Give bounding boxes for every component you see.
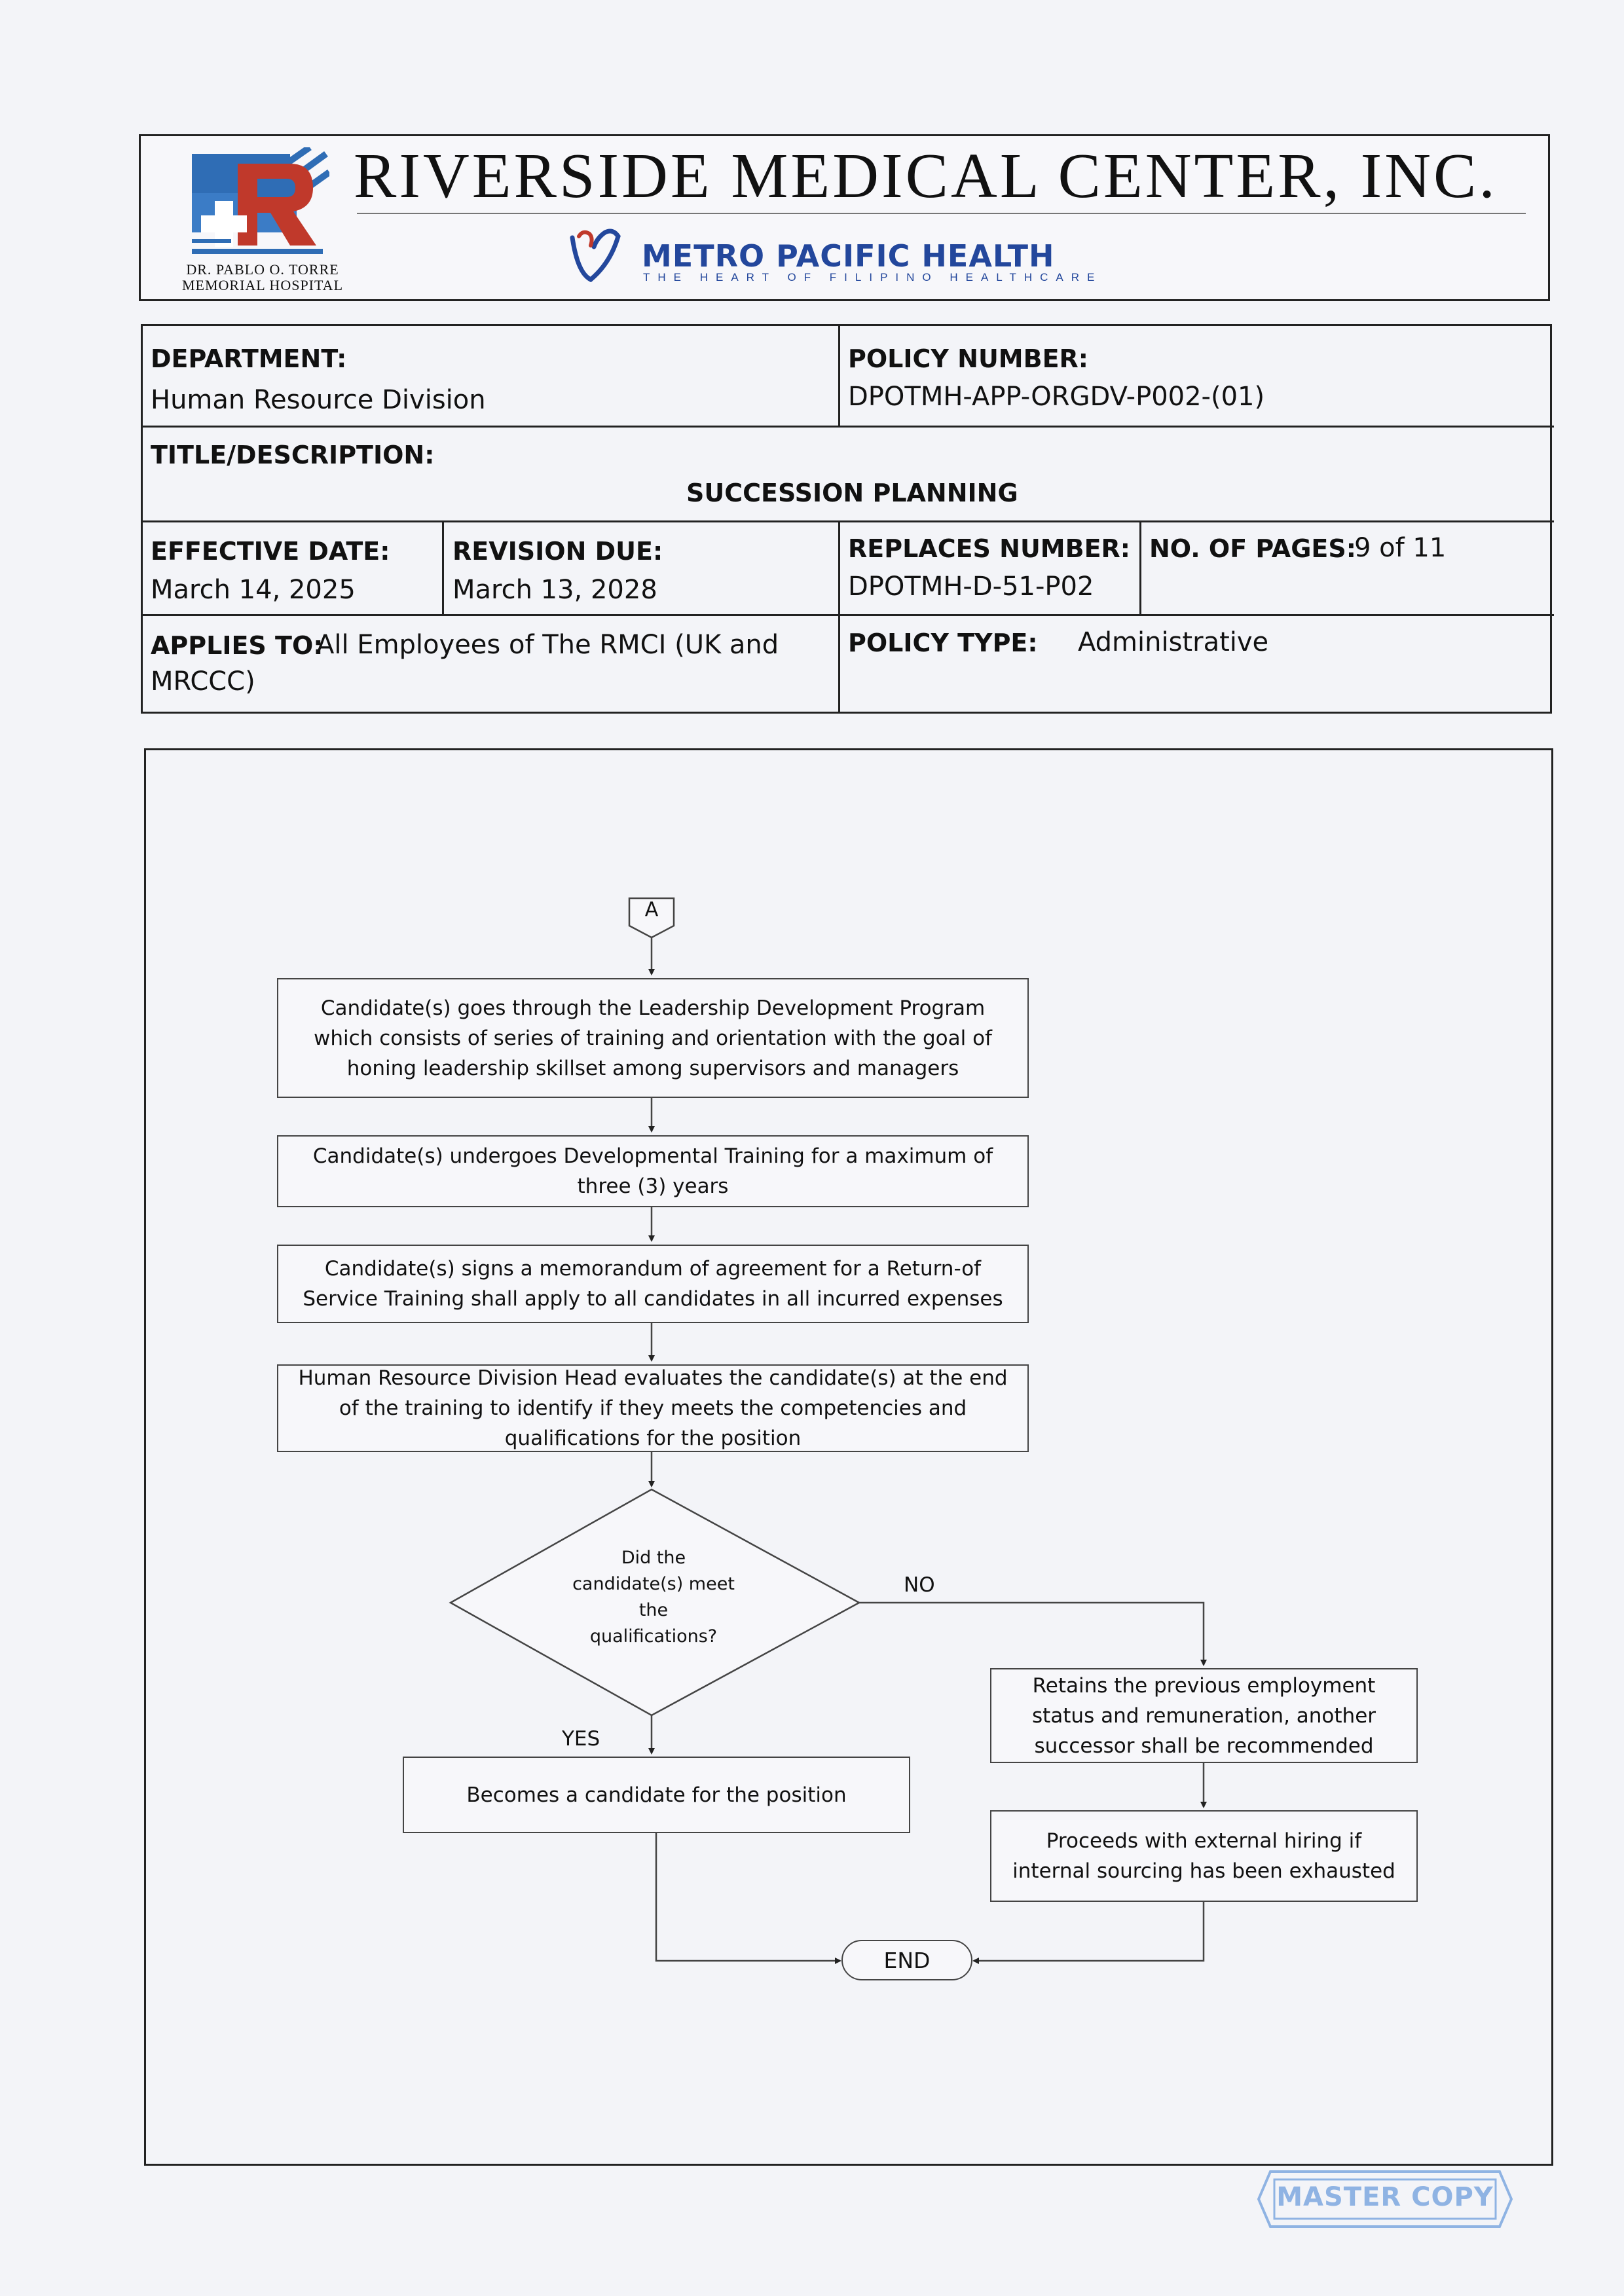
master-copy-stamp [1257, 2170, 1513, 2228]
replaces-number-value: DPOTMH-D-51-P02 [848, 572, 1094, 602]
title-label: TITLE/DESCRIPTION: [151, 441, 435, 469]
decision-line: Did the [621, 1548, 686, 1568]
hospital-subtitle-line2: MEMORIAL HOSPITAL [181, 277, 344, 293]
offpage-connector [628, 897, 675, 939]
flow-step-memorandum: Candidate(s) signs a memorandum of agree… [277, 1245, 1029, 1323]
department-label: DEPARTMENT: [151, 344, 347, 373]
master-copy-text: MASTER COPY [1276, 2182, 1494, 2212]
decision-line: the [638, 1600, 669, 1620]
flow-step-becomes-candidate: Becomes a candidate for the position [403, 1757, 910, 1833]
hospital-logo-icon [192, 147, 329, 254]
flowchart-frame [144, 748, 1553, 2166]
flow-step-developmental-training: Candidate(s) undergoes Developmental Tra… [277, 1135, 1029, 1207]
table-divider [143, 520, 1554, 522]
policy-type-label: POLICY TYPE: [848, 629, 1038, 657]
table-divider [838, 326, 840, 428]
heart-logo-icon [570, 228, 621, 283]
table-divider [1139, 520, 1141, 616]
applies-to-value: All Employees of The RMCI (UK and [316, 630, 779, 660]
decision-text: Did the candidate(s) meet the qualificat… [549, 1545, 758, 1650]
end-terminator: END [841, 1940, 972, 1980]
decision-line: qualifications? [589, 1626, 718, 1647]
company-name: RIVERSIDE MEDICAL CENTER, INC. [354, 141, 1498, 211]
partner-tagline: THE HEART OF FILIPINO HEALTHCARE [643, 271, 1103, 283]
title-value: SUCCESSION PLANNING [686, 479, 1018, 507]
table-divider [143, 426, 1554, 428]
hospital-subtitle: DR. PABLO O. TORRE MEMORIAL HOSPITAL [168, 262, 358, 293]
document-header [139, 134, 1550, 301]
yes-branch-label: YES [562, 1727, 600, 1751]
flow-step-leadership-program: Candidate(s) goes through the Leadership… [277, 978, 1029, 1098]
effective-date-value: March 14, 2025 [151, 575, 356, 605]
replaces-number-label: REPLACES NUMBER: [848, 534, 1130, 563]
header-divider [357, 213, 1526, 214]
policy-type-value: Administrative [1078, 627, 1269, 657]
revision-due-value: March 13, 2028 [452, 575, 657, 605]
connector-label: A [644, 898, 659, 921]
department-value: Human Resource Division [151, 385, 486, 415]
table-divider [143, 614, 1554, 616]
pages-value: 9 of 11 [1354, 533, 1447, 563]
table-divider [442, 520, 444, 616]
applies-to-label: APPLIES TO: [151, 631, 323, 660]
partner-name: METRO PACIFIC HEALTH [642, 238, 1055, 274]
policy-info-table: DEPARTMENT: Human Resource Division POLI… [141, 324, 1554, 714]
flow-step-evaluation: Human Resource Division Head evaluates t… [277, 1364, 1029, 1452]
hospital-subtitle-line1: DR. PABLO O. TORRE [186, 261, 339, 278]
effective-date-label: EFFECTIVE DATE: [151, 537, 390, 566]
applies-to-value-cont: MRCCC) [151, 666, 255, 697]
pages-label: NO. OF PAGES: [1149, 534, 1356, 563]
no-branch-label: NO [904, 1573, 935, 1597]
decision-line: candidate(s) meet [572, 1574, 735, 1594]
flow-step-external-hiring: Proceeds with external hiring if interna… [990, 1810, 1418, 1902]
policy-number-value: DPOTMH-APP-ORGDV-P002-(01) [848, 382, 1265, 412]
revision-due-label: REVISION DUE: [452, 537, 663, 566]
flow-step-retains-status: Retains the previous employment status a… [990, 1668, 1418, 1763]
table-divider [838, 520, 840, 714]
policy-number-label: POLICY NUMBER: [848, 344, 1088, 373]
